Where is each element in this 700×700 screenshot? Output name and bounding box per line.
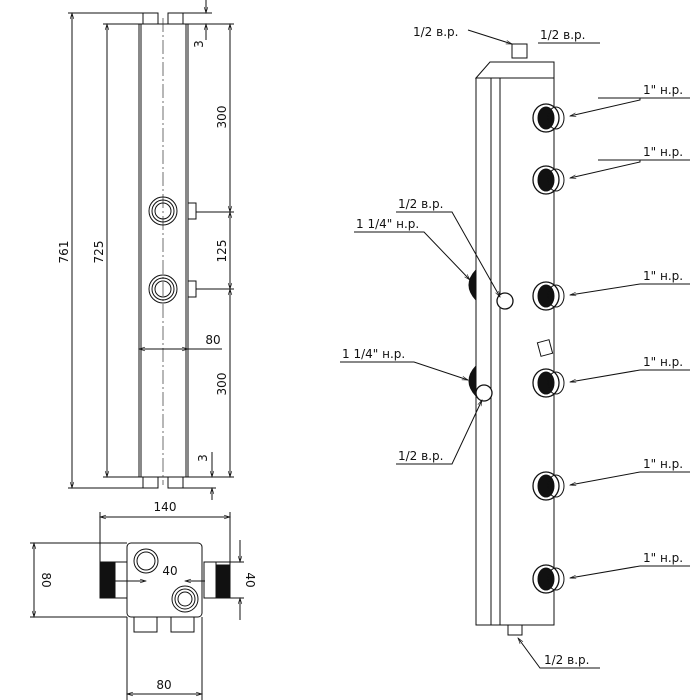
port-mid (496, 292, 514, 310)
bottom-nipple-left (142, 476, 159, 489)
label-outlet-3: 1" н.р. (643, 269, 683, 283)
tag-plate (536, 339, 554, 357)
label-outlet-5: 1" н.р. (643, 457, 683, 471)
label-outlet-4: 1" н.р. (643, 355, 683, 369)
inlet-upper (468, 268, 477, 302)
dim-140: 140 (154, 500, 177, 514)
dim-40-offset: 40 (162, 564, 177, 578)
outlet-6 (532, 564, 565, 594)
dim-300-top: 300 (215, 106, 229, 129)
label-lower-port: 1/2 в.р. (398, 449, 443, 463)
thread-left (99, 561, 116, 599)
dim-80-body: 80 (156, 678, 171, 692)
inlet-lower (468, 364, 477, 398)
front-view: 761 725 300 125 300 3 3 80 (57, 0, 234, 500)
body-top (126, 542, 203, 618)
top-nipple-left (142, 12, 159, 25)
dim-80-width: 80 (205, 333, 220, 347)
top-nipple (511, 43, 528, 59)
label-outlet-2: 1" н.р. (643, 145, 683, 159)
label-top-right: 1/2 в.р. (540, 28, 585, 42)
bottom-nipple-right (167, 476, 184, 489)
label-inlet-upper: 1 1/4" н.р. (356, 217, 419, 231)
dim-3-top: 3 (192, 40, 206, 48)
label-inlet-lower: 1 1/4" н.р. (342, 347, 405, 361)
label-outlet-1: 1" н.р. (643, 83, 683, 97)
outlet-4 (532, 368, 565, 398)
column-body (475, 77, 555, 626)
port-lower (148, 274, 197, 304)
outlet-2 (532, 165, 565, 195)
dim-761: 761 (57, 241, 71, 264)
port-upper (148, 196, 197, 226)
top-nipple-right (167, 12, 184, 25)
top-view: 140 80 40 40 80 (30, 500, 257, 700)
dim-300-bottom: 300 (215, 373, 229, 396)
outlet-5 (532, 471, 565, 501)
dim-125: 125 (215, 240, 229, 263)
body-front (138, 23, 189, 478)
dim-80-height: 80 (39, 572, 53, 587)
outlet-1 (532, 103, 565, 133)
label-mid-port: 1/2 в.р. (398, 197, 443, 211)
dim-40-nipple: 40 (243, 572, 257, 587)
top-cap (474, 61, 555, 79)
label-outlet-6: 1" н.р. (643, 551, 683, 565)
thread-right (215, 564, 231, 599)
dim-725: 725 (92, 241, 106, 264)
port-lower (475, 384, 493, 402)
dim-3-bottom: 3 (196, 454, 210, 462)
label-top-left: 1/2 в.р. (413, 25, 458, 39)
label-bottom: 1/2 в.р. (544, 653, 589, 667)
iso-view: 1/2 в.р. 1/2 в.р. 1" н.р. 1" н.р. 1" н.р… (340, 25, 690, 669)
bottom-nipple (507, 624, 523, 636)
outlet-3 (532, 281, 565, 311)
